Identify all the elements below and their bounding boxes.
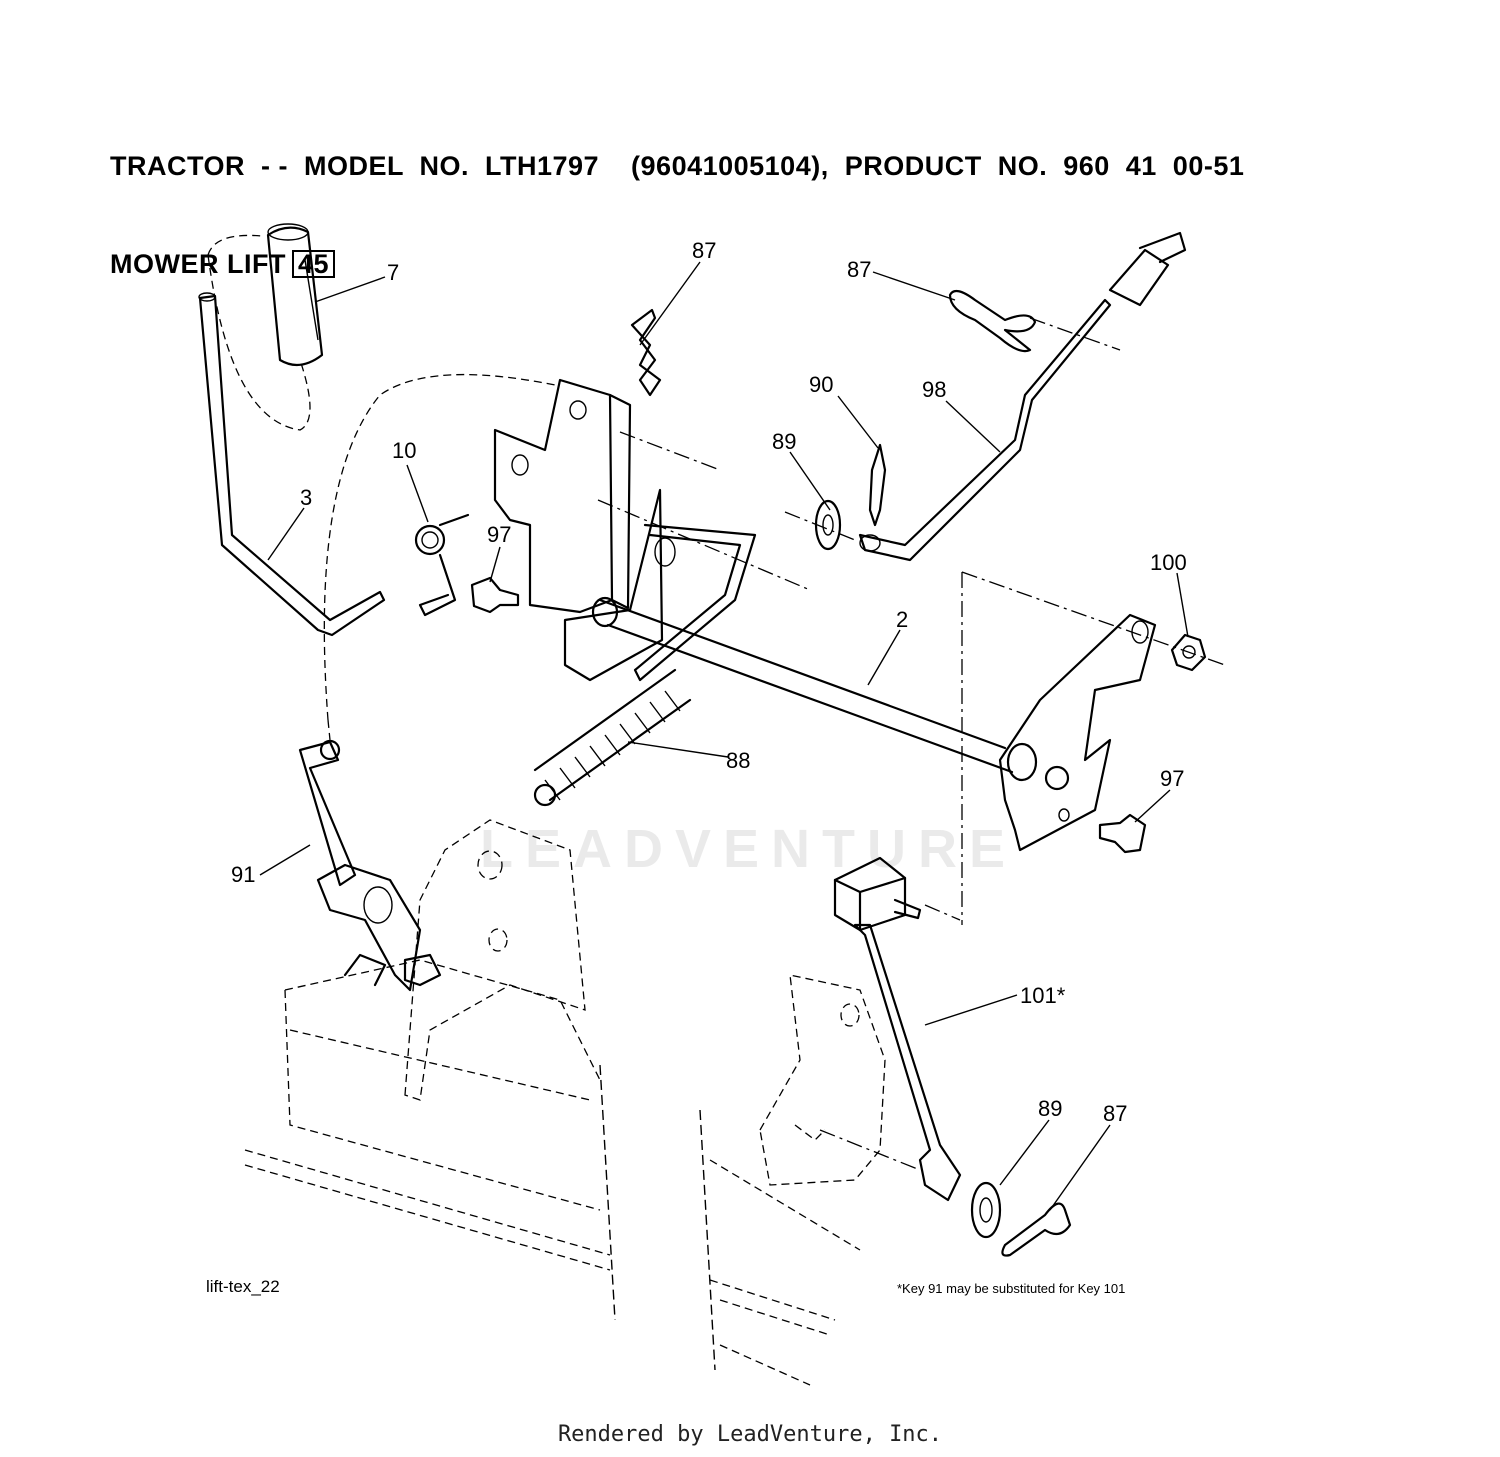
diagram-code: lift-tex_22 [206, 1277, 280, 1296]
callout-97-right: 97 [1160, 766, 1184, 791]
rendered-by-credit: Rendered by LeadVenture, Inc. [557, 1422, 943, 1447]
grip-guide-arc [207, 254, 311, 431]
pivot-bracket-part [493, 378, 676, 682]
callout-7: 7 [387, 260, 399, 285]
link-guide-line [327, 719, 331, 741]
lift-link-left-part [298, 739, 442, 992]
callout-97-left: 97 [487, 522, 511, 547]
hex-nut-part [1170, 633, 1207, 672]
callout-labels: 7 87 87 90 98 89 10 3 97 100 2 88 97 91 … [231, 238, 1187, 1126]
callout-87-top: 87 [692, 238, 716, 263]
left-deck-outline [244, 959, 616, 1321]
adjust-rod-part [858, 231, 1187, 562]
title-line-model: TRACTOR - - MODEL NO. LTH1797 (960410051… [110, 151, 1245, 181]
callout-88: 88 [726, 748, 750, 773]
right-deck-outline [699, 1109, 861, 1386]
callout-90: 90 [809, 372, 833, 397]
callout-89-bottom: 89 [1038, 1096, 1062, 1121]
leader-lines [259, 261, 1189, 1211]
torsion-spring-part [414, 513, 470, 617]
bracket-axis-line [619, 431, 721, 471]
left-deck-hanger-outline [404, 819, 586, 1101]
callout-98: 98 [922, 377, 946, 402]
callout-89-top: 89 [772, 429, 796, 454]
section-name: MOWER LIFT [110, 249, 286, 279]
bracket-axis-line-2 [597, 499, 811, 591]
hex-bolt-right-part [1098, 813, 1147, 854]
flat-washer-lower-part [970, 1181, 1002, 1239]
callout-87-bottom: 87 [1103, 1101, 1127, 1126]
lift-link-right-part [833, 856, 962, 1202]
callout-2: 2 [896, 607, 908, 632]
handle-grip-part [266, 223, 324, 367]
rod-axis-line [1029, 317, 1121, 351]
callout-101: 101* [1020, 983, 1066, 1008]
lift-lever-part [198, 292, 386, 637]
hairpin-clip-right-part [948, 289, 1037, 353]
washer-axis-line [784, 511, 856, 541]
page-title: TRACTOR - - MODEL NO. LTH1797 (960410051… [110, 86, 1244, 313]
flat-washer-part [814, 499, 842, 551]
hairpin-clip-lower-part [1001, 1202, 1072, 1257]
callout-3: 3 [300, 485, 312, 510]
callout-100: 100 [1150, 550, 1187, 575]
extension-spring-part [533, 668, 692, 807]
callout-10: 10 [392, 438, 416, 463]
cotter-pin-part [868, 443, 887, 527]
right-arm-axis-line [961, 571, 1226, 666]
callout-87-right: 87 [847, 257, 871, 282]
grip-guide-line [207, 234, 263, 256]
link-wire-part [633, 523, 757, 682]
substitution-footnote: *Key 91 may be substituted for Key 101 [897, 1281, 1126, 1296]
right-deck-hanger-outline [759, 974, 886, 1186]
watermark-text: LEADVENTURE [480, 819, 1018, 879]
lever-guide-arc [323, 373, 556, 721]
hex-bolt-part [470, 576, 520, 614]
right-lift-arm-part [998, 613, 1157, 852]
callout-91: 91 [231, 862, 255, 887]
link-right-stud-line [924, 904, 961, 921]
link-right-axis-line [819, 1129, 921, 1171]
